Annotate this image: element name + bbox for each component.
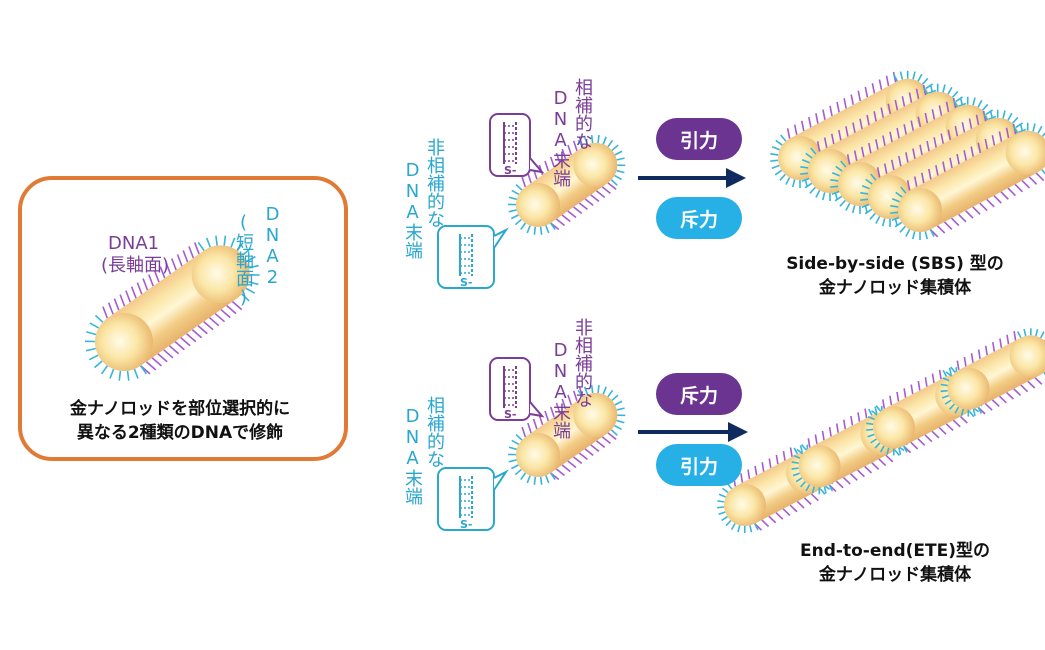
bottom-noncomplementary-dna-bubble: S- (489, 357, 545, 421)
dna1-sub-label: (長軸面) (101, 255, 170, 276)
dna2-label: DNA2 (262, 204, 283, 288)
bottom-complementary-dna-bubble: S- (437, 467, 509, 531)
left-panel-frame (18, 176, 348, 461)
sbs-rod-5 (890, 122, 1045, 241)
ete-rod-4 (940, 328, 1045, 417)
svg-text:S-: S- (504, 408, 517, 421)
bottom-attraction-badge: 引力 (656, 444, 742, 486)
left-caption-line2: 異なる2種類のDNAで修飾 (76, 423, 284, 443)
svg-text:S-: S- (504, 164, 517, 177)
top-attraction-badge: 引力 (656, 118, 742, 160)
top-complementary-label-line1: 相補的な (572, 78, 593, 150)
top-noncomplementary-dna-bubble: S- (437, 225, 509, 289)
top-repulsion-badge: 斥力 (656, 197, 742, 239)
svg-text:S-: S- (460, 276, 473, 289)
ete-result-line1: End-to-end(ETE)型の (800, 541, 990, 561)
top-input-nanorod (507, 134, 626, 235)
svg-text:S-: S- (460, 518, 473, 531)
dna1-label: DNA1 (108, 233, 160, 254)
bottom-complementary-label-line2: DNA末端 (402, 406, 423, 505)
top-complementary-label-line2: DNA末端 (550, 88, 571, 187)
sbs-result-line2: 金ナノロッド集積体 (818, 278, 972, 298)
bottom-input-nanorod (507, 384, 626, 485)
bottom-noncomplementary-label-line2: DNA末端 (550, 340, 571, 439)
dna2-sub-label: (短軸面) (233, 212, 254, 308)
top-complementary-dna-bubble: S- (489, 113, 545, 177)
top-noncomplementary-label-line2: DNA末端 (402, 160, 423, 259)
bottom-noncomplementary-label-line1: 非相補的な (572, 318, 593, 408)
bottom-repulsion-badge: 斥力 (656, 373, 742, 415)
ete-result-line2: 金ナノロッド集積体 (818, 565, 972, 585)
bottom-complementary-label-line1: 相補的な (424, 396, 445, 468)
sbs-result-line1: Side-by-side (SBS) 型の (786, 254, 1004, 274)
left-caption-line1: 金ナノロッドを部位選択的に (69, 399, 291, 419)
top-noncomplementary-label-line1: 非相補的な (424, 138, 445, 228)
left-nanorod (84, 235, 260, 381)
